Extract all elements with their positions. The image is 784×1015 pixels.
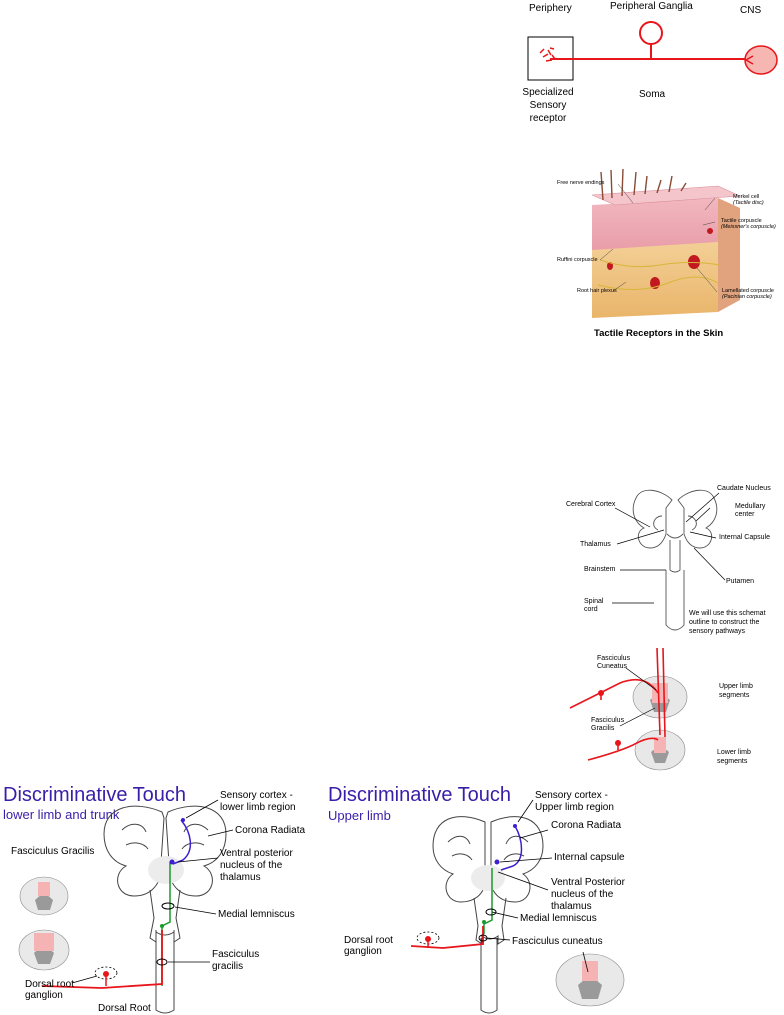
cortex-label: Cerebral Cortex	[566, 501, 616, 508]
neuron-diagram	[527, 21, 778, 81]
right-sensory-label: Sensory cortex -Upper limb region	[535, 790, 614, 813]
receptor-label: Specialized Sensory receptor	[522, 87, 574, 124]
tactile-sub-label: (Meissner's corpuscle)	[721, 224, 776, 230]
segments-diagram	[569, 647, 688, 771]
ruffini-label: Ruffini corpuscle	[557, 257, 598, 263]
skin-illustration	[591, 168, 741, 318]
left-medial-label: Medial lemniscus	[218, 909, 295, 920]
left-sensory-label: Sensory cortex -lower limb region	[220, 790, 296, 813]
merkel-sub-label: (Tactile disc)	[733, 200, 764, 206]
cns-label: CNS	[740, 5, 762, 16]
internal-capsule-label: Internal Capsule	[719, 534, 770, 541]
lamellated-sub-label: (Pacinian corpuscle)	[722, 294, 772, 300]
lamellated-label: Lamellated corpuscle	[722, 288, 774, 294]
right-subtitle: Upper limb	[328, 808, 391, 823]
tactile-label: Tactile corpuscle	[721, 218, 762, 224]
putamen-label: Putamen	[726, 578, 755, 585]
merkel-label: Merkel cell	[733, 194, 760, 200]
right-cuneatus-label: Fasciculus cuneatus	[512, 936, 603, 947]
right-medial-label: Medial lemniscus	[520, 913, 597, 924]
root-hair-label: Root hair plexus	[577, 288, 617, 294]
ganglia-label: Peripheral Ganglia	[610, 1, 693, 12]
caudate-label: Caudate Nucleus	[717, 485, 771, 492]
right-internal-label: Internal capsule	[554, 852, 625, 863]
skin-caption: Tactile Receptors in the Skin	[594, 328, 724, 339]
thalamus-label: Thalamus	[580, 541, 611, 548]
receptor-endings	[539, 47, 556, 62]
left-dorsal-root-label: Dorsal Root	[98, 1003, 151, 1014]
left-subtitle: lower limb and trunk	[3, 807, 120, 822]
brain-schematic	[612, 489, 726, 631]
brainstem-label: Brainstem	[584, 566, 616, 573]
right-title: Discriminative Touch	[328, 784, 512, 806]
right-corona-label: Corona Radiata	[551, 820, 622, 831]
left-corona-label: Corona Radiata	[235, 825, 306, 836]
left-gracilis-label: Fasciculus Gracilis	[11, 846, 95, 857]
soma-label: Soma	[639, 89, 666, 100]
soma-circle	[639, 21, 663, 45]
periphery-label: Periphery	[529, 3, 572, 14]
free-nerve-label: Free nerve endings	[557, 180, 605, 186]
left-title: Discriminative Touch	[3, 784, 187, 806]
